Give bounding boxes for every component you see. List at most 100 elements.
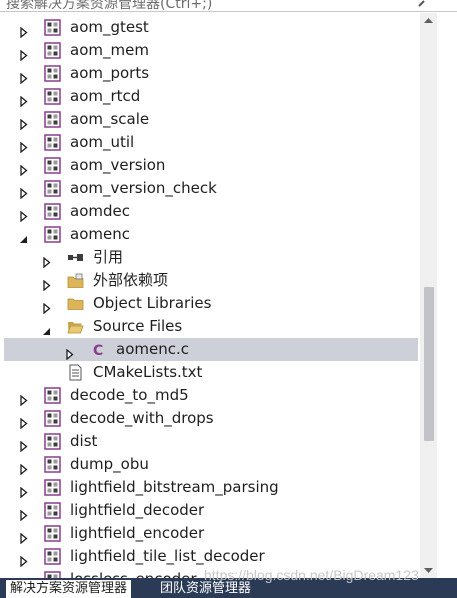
tree-item-label: aom_mem	[70, 41, 149, 59]
tree-item-label: Source Files	[93, 317, 183, 335]
project-icon	[44, 42, 61, 59]
tree-item-label: decode_with_drops	[70, 409, 214, 427]
project-icon	[44, 479, 61, 496]
collapsed-arrow-icon[interactable]	[18, 482, 29, 499]
tree-item[interactable]: lightfield_bitstream_parsing	[4, 476, 418, 499]
project-icon	[44, 456, 61, 473]
collapsed-arrow-icon[interactable]	[18, 390, 29, 407]
collapsed-arrow-icon[interactable]	[18, 68, 29, 85]
tree-item-label: 外部依赖项	[93, 271, 169, 289]
tree-item[interactable]: lossless_encoder	[4, 568, 418, 578]
tree-item[interactable]: aom_ports	[4, 62, 418, 85]
search-input[interactable]: 搜索解决方案资源管理器(Ctrl+;)	[6, 0, 213, 12]
tree-item[interactable]: aom_version	[4, 154, 418, 177]
collapsed-arrow-icon[interactable]	[18, 436, 29, 453]
scroll-up-arrow-icon[interactable]	[423, 16, 434, 24]
tree-item-label: decode_to_md5	[70, 386, 189, 404]
tree-item[interactable]: aom_rtcd	[4, 85, 418, 108]
tree-item-label: lightfield_encoder	[70, 524, 205, 542]
project-icon	[44, 134, 61, 151]
collapsed-arrow-icon[interactable]	[18, 22, 29, 39]
search-bar[interactable]: 搜索解决方案资源管理器(Ctrl+;)	[0, 0, 457, 12]
tree-item-label: lightfield_bitstream_parsing	[70, 478, 279, 496]
tree-item-label: lossless_encoder	[70, 568, 197, 578]
expanded-arrow-icon[interactable]	[18, 229, 29, 243]
tree-item-label: aom_scale	[70, 110, 150, 128]
collapsed-arrow-icon[interactable]	[64, 344, 75, 361]
tree-item[interactable]: dist	[4, 430, 418, 453]
collapsed-arrow-icon[interactable]	[18, 45, 29, 62]
collapsed-arrow-icon[interactable]	[18, 206, 29, 223]
project-icon	[44, 157, 61, 174]
tree-item[interactable]: aom_scale	[4, 108, 418, 131]
tree-item-label: lightfield_decoder	[70, 501, 205, 519]
project-icon	[44, 19, 61, 36]
collapsed-arrow-icon[interactable]	[18, 91, 29, 108]
tree-item-label: aomenc	[70, 225, 130, 243]
references-icon	[67, 249, 84, 266]
tree-item[interactable]: Source Files	[4, 315, 418, 338]
tree-item[interactable]: decode_with_drops	[4, 407, 418, 430]
tree-item-label: dist	[70, 432, 98, 450]
tree-item[interactable]: Object Libraries	[4, 292, 418, 315]
scroll-down-arrow-icon[interactable]	[423, 567, 434, 575]
collapsed-arrow-icon[interactable]	[41, 275, 52, 292]
vertical-scrollbar[interactable]	[420, 13, 437, 578]
svg-text:C: C	[93, 343, 103, 358]
tree-item-label: aomdec	[70, 202, 130, 220]
tree-item-label: aomenc.c	[116, 340, 189, 358]
text-file-icon	[67, 364, 84, 381]
tree-item[interactable]: lightfield_encoder	[4, 522, 418, 545]
search-icon[interactable]	[417, 0, 431, 8]
tree-item-label: Object Libraries	[93, 294, 212, 312]
expanded-arrow-icon[interactable]	[41, 321, 52, 335]
bottom-tab-bar: 解决方案资源管理器 团队资源管理器	[0, 578, 457, 598]
tree-item[interactable]: CMakeLists.txt	[4, 361, 418, 384]
project-icon	[44, 111, 61, 128]
tree-item-label: aom_rtcd	[70, 87, 141, 105]
collapsed-arrow-icon[interactable]	[41, 252, 52, 269]
project-icon	[44, 387, 61, 404]
collapsed-arrow-icon[interactable]	[41, 298, 52, 315]
project-icon	[44, 65, 61, 82]
project-icon	[44, 433, 61, 450]
tree-item[interactable]: aomdec	[4, 200, 418, 223]
collapsed-arrow-icon[interactable]	[18, 551, 29, 568]
project-icon	[44, 226, 61, 243]
collapsed-arrow-icon[interactable]	[18, 114, 29, 131]
scrollbar-thumb[interactable]	[424, 287, 434, 441]
tree-item[interactable]: aom_util	[4, 131, 418, 154]
project-icon	[44, 88, 61, 105]
collapsed-arrow-icon[interactable]	[18, 413, 29, 430]
tree-item[interactable]: decode_to_md5	[4, 384, 418, 407]
tab-team-explorer[interactable]: 团队资源管理器	[160, 581, 252, 596]
tree-item-label: CMakeLists.txt	[93, 363, 203, 381]
tree-item[interactable]: aom_version_check	[4, 177, 418, 200]
tree-item-label: aom_util	[70, 133, 135, 151]
project-icon	[44, 571, 61, 578]
tree-item[interactable]: 外部依赖项	[4, 269, 418, 292]
solution-tree: aom_gtest aom_mem aom_ports aom_rtcd aom_sca…	[4, 14, 418, 578]
collapsed-arrow-icon[interactable]	[18, 137, 29, 154]
folder-icon	[67, 295, 84, 312]
tree-item[interactable]: 引用	[4, 246, 418, 269]
tree-item[interactable]: dump_obu	[4, 453, 418, 476]
collapsed-arrow-icon[interactable]	[18, 160, 29, 177]
tree-item[interactable]: aomenc	[4, 223, 418, 246]
collapsed-arrow-icon[interactable]	[18, 528, 29, 545]
tree-item[interactable]: lightfield_decoder	[4, 499, 418, 522]
collapsed-arrow-icon[interactable]	[18, 183, 29, 200]
tree-item[interactable]: aom_mem	[4, 39, 418, 62]
tab-solution-explorer[interactable]: 解决方案资源管理器	[6, 580, 132, 598]
tree-item-label: aom_version_check	[70, 179, 217, 197]
tree-item[interactable]: lightfield_tile_list_decoder	[4, 545, 418, 568]
project-icon	[44, 410, 61, 427]
collapsed-arrow-icon[interactable]	[18, 505, 29, 522]
project-icon	[44, 502, 61, 519]
project-icon	[44, 180, 61, 197]
tree-item-label: aom_gtest	[70, 18, 149, 36]
tree-item[interactable]: aom_gtest	[4, 16, 418, 39]
collapsed-arrow-icon[interactable]	[18, 459, 29, 476]
project-icon	[44, 203, 61, 220]
